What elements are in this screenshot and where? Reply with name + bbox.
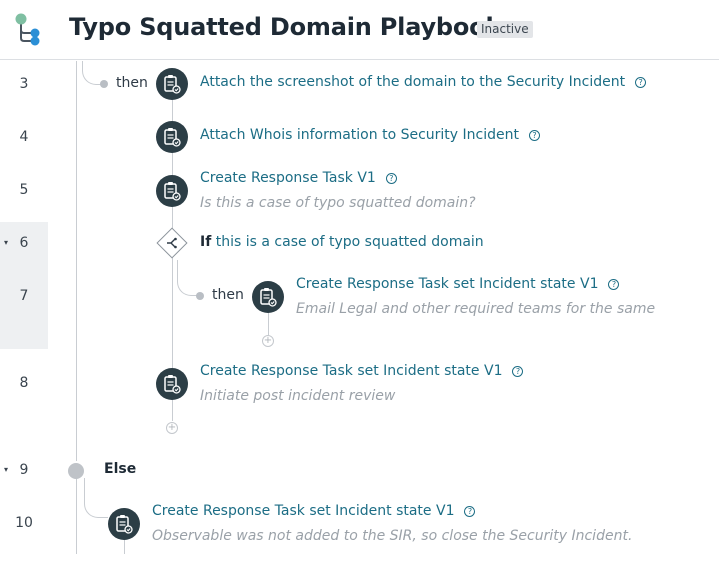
status-badge: Inactive [477, 21, 533, 38]
step-link-create-response-task-state[interactable]: Create Response Task set Incident state … [296, 276, 620, 292]
step-link-attach-whois[interactable]: Attach Whois information to Security Inc… [200, 127, 540, 143]
tree-connector [124, 538, 125, 554]
help-icon[interactable]: ? [385, 173, 397, 184]
tree-connector [76, 61, 77, 461]
step-link-if-condition[interactable]: If this is a case of typo squatted domai… [200, 234, 484, 250]
script-action-icon[interactable] [156, 121, 188, 153]
script-action-icon[interactable] [156, 175, 188, 207]
tree-connector [82, 61, 102, 85]
tree-connector [177, 260, 199, 296]
script-action-icon[interactable] [156, 368, 188, 400]
tree-connector [268, 312, 269, 335]
tree-connector [84, 478, 108, 518]
playbook-header: Typo Squatted Domain Playbook Inactive [0, 0, 719, 60]
step-description: Email Legal and other required teams for… [296, 301, 656, 317]
step-link-attach-screenshot[interactable]: Attach the screenshot of the domain to t… [200, 74, 647, 90]
add-step-button[interactable]: + [166, 422, 178, 434]
help-icon[interactable]: ? [464, 506, 476, 517]
row-number: 5 [19, 182, 29, 198]
row-number: 6 [19, 235, 29, 251]
collapse-caret-icon[interactable]: ▾ [4, 465, 9, 474]
bottom-blank [0, 554, 719, 576]
gutter-highlight [0, 222, 48, 349]
row-number: 9 [19, 462, 29, 478]
help-icon[interactable]: ? [528, 130, 540, 141]
else-node[interactable] [68, 463, 84, 479]
help-icon[interactable]: ? [635, 77, 647, 88]
script-action-icon[interactable] [252, 281, 284, 313]
row-number: 8 [19, 375, 29, 391]
row-number: 3 [19, 76, 29, 92]
else-label: Else [104, 461, 137, 477]
then-label: then [116, 75, 148, 91]
script-action-icon[interactable] [108, 508, 140, 540]
then-label: then [212, 287, 244, 303]
script-action-icon[interactable] [156, 68, 188, 100]
step-description: Initiate post incident review [200, 388, 396, 404]
step-description: Observable was not added to the SIR, so … [152, 528, 633, 544]
branch-dot [100, 80, 108, 88]
flow-tree-icon [15, 13, 40, 46]
tree-connector [172, 99, 173, 421]
step-link-create-response-task[interactable]: Create Response Task V1? [200, 170, 397, 186]
add-step-button[interactable]: + [262, 335, 274, 347]
page-title: Typo Squatted Domain Playbook [69, 13, 502, 41]
row-number: 7 [19, 288, 29, 304]
collapse-caret-icon[interactable]: ▾ [4, 238, 9, 247]
step-link-create-response-task-state[interactable]: Create Response Task set Incident state … [152, 503, 476, 519]
step-description: Is this a case of typo squatted domain? [200, 195, 476, 211]
row-number: 10 [15, 515, 33, 531]
step-link-create-response-task-state[interactable]: Create Response Task set Incident state … [200, 363, 524, 379]
row-number: 4 [19, 129, 29, 145]
help-icon[interactable]: ? [608, 279, 620, 290]
branch-icon [167, 237, 177, 249]
help-icon[interactable]: ? [512, 366, 524, 377]
if-keyword: If [200, 234, 212, 250]
branch-dot [196, 292, 204, 300]
tree-connector [76, 478, 77, 554]
